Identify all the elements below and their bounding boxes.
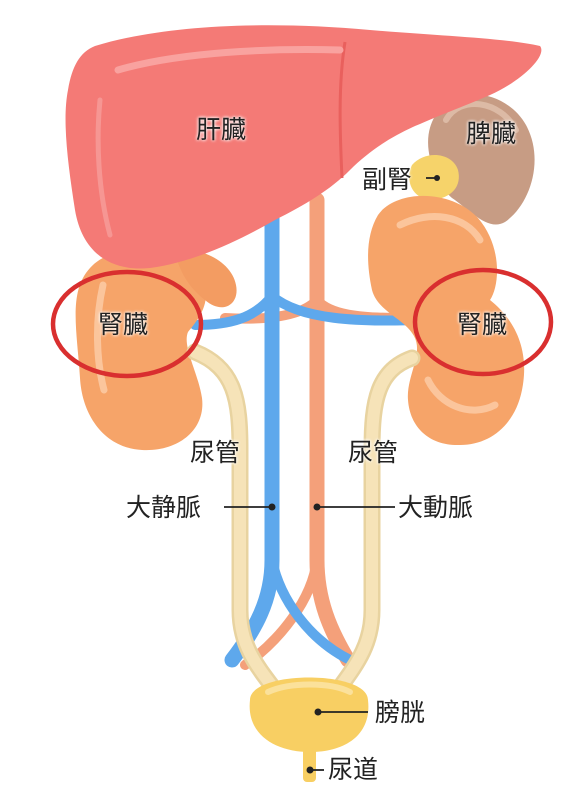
urethra-label: 尿道 [328,755,379,784]
aorta-label: 大動脈 [398,493,474,522]
kidney-highlight-left [50,269,204,379]
liver [65,25,542,269]
ureter-left-label: 尿管 [190,438,241,467]
liver-label: 肝臓 [196,115,247,144]
bladder-label: 膀胱 [375,698,426,727]
left-kidney [75,249,237,451]
bladder [249,677,369,782]
kidney-highlight-right [412,267,554,377]
highlight-circles [50,267,554,379]
adrenal-label: 副腎 [362,165,413,194]
spleen-label: 脾臓 [466,119,517,148]
ureters [186,343,421,699]
kidney-right-label: 腎臓 [457,310,508,339]
kidney-left-label: 腎臓 [98,310,149,339]
vena-cava-label: 大静脈 [126,493,202,522]
right-kidney [368,195,525,446]
spleen [428,94,535,225]
ureter-right-label: 尿管 [348,438,399,467]
pointer-dots [268,175,440,774]
